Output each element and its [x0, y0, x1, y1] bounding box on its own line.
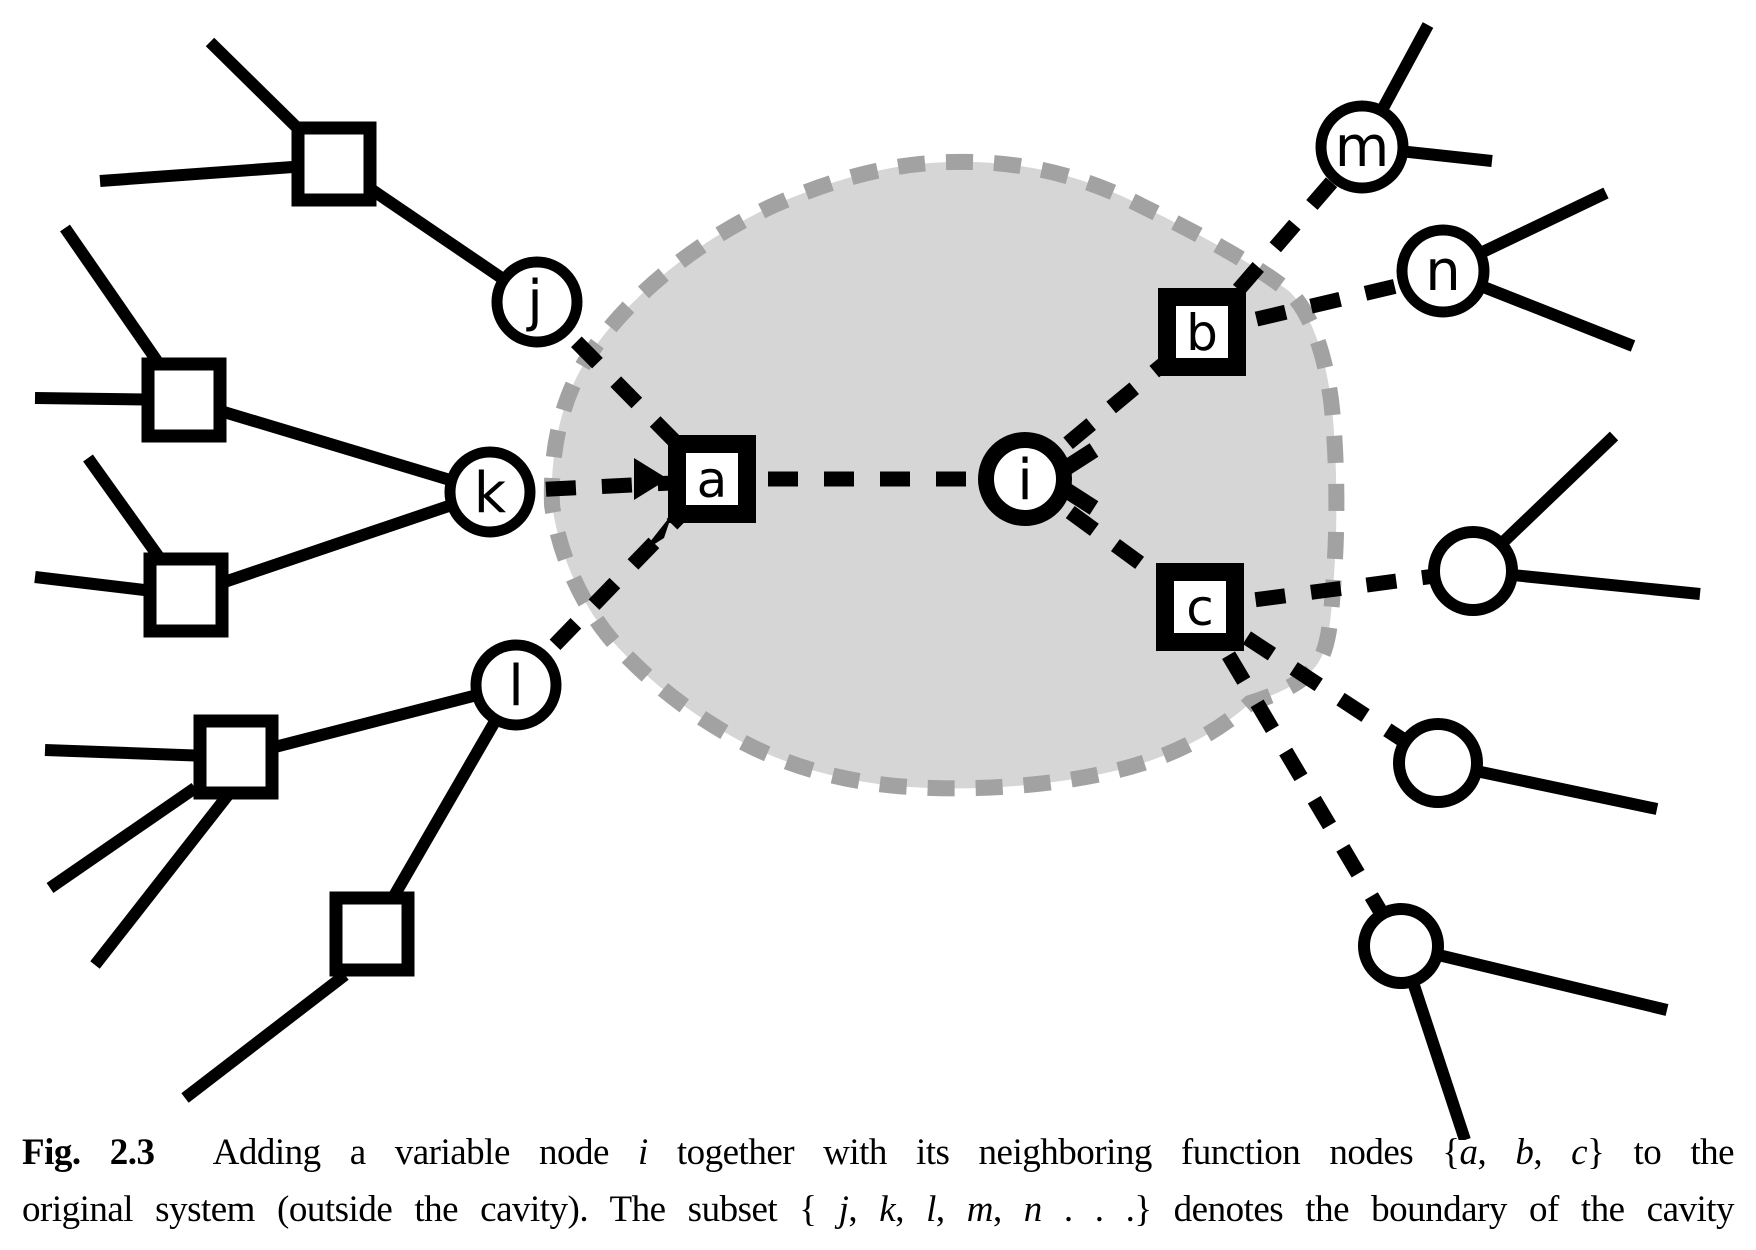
variable-node-l: l [470, 639, 562, 731]
leaf-edge [1399, 940, 1669, 1016]
caption-segment: j [838, 1189, 849, 1230]
caption-segment: a [1459, 1132, 1478, 1173]
dashed-edge-b-m [1196, 142, 1368, 337]
caption-segment: , [1533, 1132, 1572, 1173]
leaf-edge [46, 783, 199, 893]
leaf-function-node [329, 891, 415, 977]
caption-segment: . . .} denotes the boundary of the cavit… [1041, 1189, 1735, 1230]
edge-stub-i-c [1061, 483, 1099, 515]
variable-node-m: m [1315, 100, 1409, 194]
caption-segment: , [895, 1189, 927, 1230]
dashed-edge-b-n [1200, 267, 1445, 340]
caption-segment: together with its neighboring function n… [647, 1132, 1460, 1173]
caption-segment: Adding a variable node [154, 1132, 638, 1173]
leaf-function-node [193, 714, 279, 800]
variable-node-m-label: m [1335, 115, 1390, 180]
dashed-edge-c-right-lower [1195, 600, 1443, 770]
caption-segment: b [1515, 1132, 1534, 1173]
caption-segment: , [992, 1189, 1024, 1230]
variable-node-j-label: j [525, 269, 543, 334]
function-node-c-label: c [1186, 579, 1214, 637]
caption-segment: l [926, 1189, 936, 1230]
arrowhead-into-a-from-l [642, 514, 672, 552]
variable-node-n: n [1396, 224, 1490, 318]
caption-segment: i [637, 1132, 648, 1173]
leaf-edge [184, 486, 492, 601]
leaf-edge [90, 791, 233, 969]
arrowheads [634, 443, 1099, 552]
figure-caption-line-2: original system (outside the cavity). Th… [22, 1181, 1735, 1238]
dashed-edge-j-a [531, 296, 718, 485]
variable-node-i: i [978, 432, 1072, 526]
variable-node-i-label: i [1017, 448, 1033, 513]
variable-node-k: k [444, 446, 536, 538]
function-node-a: a [668, 435, 756, 523]
leaf-function-node [141, 357, 227, 443]
caption-segment: , [935, 1189, 967, 1230]
leaf-variable-node [1428, 526, 1518, 616]
variable-node-j: j [491, 256, 583, 348]
leaf-function-node [143, 552, 229, 638]
variable-node-n-label: n [1425, 239, 1461, 304]
leaf-variable-node [1393, 718, 1483, 808]
function-node-b-label: b [1186, 304, 1218, 362]
variable-node-k-label: k [474, 461, 507, 526]
figure-caption: Fig. 2.3 Adding a variable node i togeth… [22, 1124, 1735, 1238]
function-node-b: b [1158, 288, 1246, 376]
factor-graph-diagram: a b c j k l m n [34, 22, 1701, 1140]
caption-segment: , [1477, 1132, 1516, 1173]
leaf-function-nodes [141, 121, 415, 977]
arrowhead-into-a [634, 458, 668, 500]
caption-segment: , [848, 1189, 880, 1230]
leaf-function-node [291, 121, 377, 207]
leaf-edge [234, 679, 518, 763]
function-node-a-label: a [697, 451, 728, 509]
dashed-edge-c-bottom [1193, 603, 1408, 950]
leaf-variable-nodes [1358, 526, 1518, 989]
caption-segment: Fig. 2.3 [22, 1132, 155, 1173]
leaf-edge [181, 970, 349, 1103]
dashed-edge-c-right-upper [1199, 563, 1474, 615]
caption-segment: k [879, 1189, 896, 1230]
edge-stub-i-b [1061, 443, 1099, 475]
caption-segment: n [1023, 1189, 1043, 1230]
caption-segment: c [1571, 1132, 1588, 1173]
leaf-variable-node [1358, 903, 1444, 989]
caption-segment: original system (outside the cavity). Th… [22, 1189, 839, 1230]
function-node-c: c [1156, 563, 1244, 651]
caption-segment: m [966, 1189, 994, 1230]
caption-segment: } to the [1587, 1132, 1735, 1173]
leaf-edge [182, 394, 492, 498]
variable-node-l-label: l [508, 654, 524, 719]
figure-caption-line-1: Fig. 2.3 Adding a variable node i togeth… [22, 1124, 1735, 1181]
